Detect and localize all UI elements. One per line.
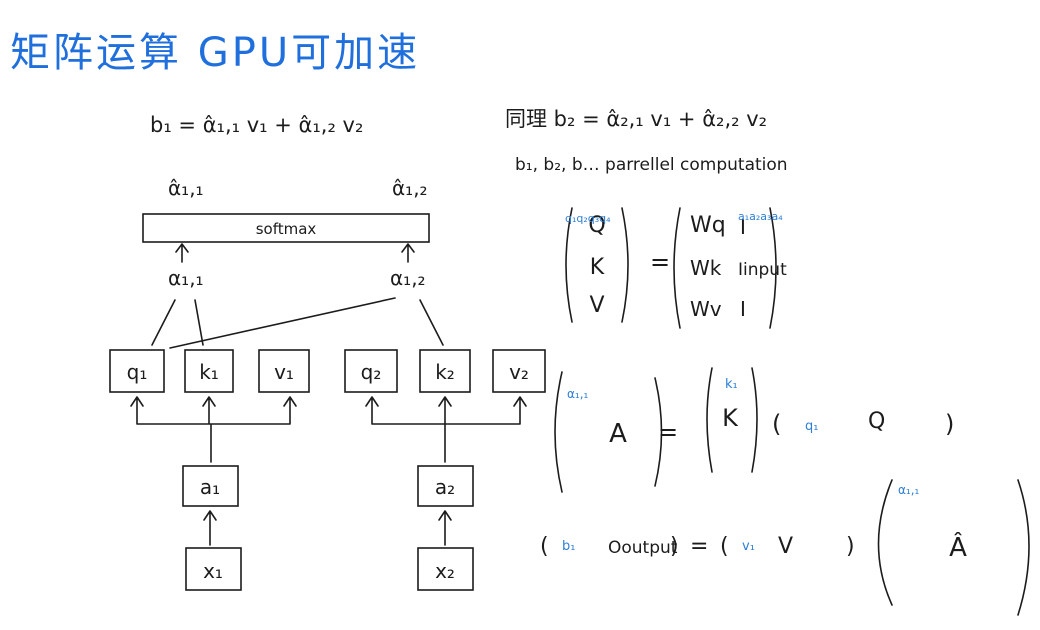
- line-q1-alpha11: [151, 299, 176, 346]
- a1-label: a₁: [200, 475, 220, 499]
- alpha-hat-12-label: α̂₁,₂: [392, 176, 428, 200]
- x2-box: [417, 547, 474, 591]
- paren-b-open: (: [540, 534, 549, 559]
- a1-box: [182, 465, 239, 507]
- matrix-output-equation: ( b₁ Ooutput ) = ( v₁ V ) α₁,₁ Â: [540, 479, 1030, 616]
- k1-box: [184, 349, 234, 393]
- bracket-a-open: [554, 371, 563, 493]
- bracket-right-close: [769, 207, 777, 329]
- q-note-small: q₁: [805, 419, 818, 434]
- q-note: q₁q₂q₃q₄: [565, 212, 611, 225]
- matrix-ahat: Â: [949, 531, 967, 563]
- bracket-left-open: [565, 207, 573, 323]
- input-i-1: I: [740, 215, 746, 239]
- q2-label: q₂: [361, 360, 382, 384]
- a2-label: a₂: [435, 475, 455, 499]
- matrix-k-big: K: [722, 404, 739, 432]
- matrix-v-big: V: [778, 534, 793, 559]
- paren-b-close: ): [670, 534, 679, 559]
- arrow-alpha11-softmax: [175, 243, 189, 263]
- a-note: a₁a₂a₃a₄: [738, 210, 783, 223]
- line-k1-alpha11: [194, 299, 204, 346]
- arrow-alpha12-softmax: [401, 243, 415, 263]
- bracket-a-close: [654, 377, 663, 487]
- attention-diagram: α̂₁,₁ α̂₁,₂ softmax α₁,₁ α₁,₂ q₁ k₁ v₁ q…: [109, 176, 546, 591]
- v1-label: v₁: [274, 360, 294, 384]
- wq-label: Wq: [690, 213, 726, 238]
- k1-label: k₁: [199, 360, 219, 384]
- alpha-11-label: α₁,₁: [168, 266, 204, 290]
- branch-a2: [365, 396, 527, 463]
- paren-q-open: (: [772, 410, 781, 438]
- v2-box: [492, 349, 546, 393]
- matrix-attention-equation: α₁,₁ A = k₁ K ( q₁ Q ): [554, 367, 954, 493]
- q1-label: q₁: [127, 360, 148, 384]
- equation-b2: 同理 b₂ = α̂₂,₁ v₁ + α̂₂,₂ v₂: [505, 107, 767, 131]
- bracket-k-close: [751, 367, 758, 473]
- arrow-x2-a2: [438, 510, 452, 546]
- equals-output: =: [690, 534, 708, 559]
- x1-box: [185, 547, 242, 591]
- wk-label: Wk: [690, 256, 722, 280]
- a2-box: [417, 465, 474, 507]
- page-title: 矩阵运算 GPU可加速: [10, 30, 420, 76]
- matrix-qkv-equation: Q K V q₁q₂q₃q₄ = Wq Wk Wv I Iinput I a₁a…: [565, 207, 787, 329]
- v-note: v₁: [742, 539, 755, 554]
- equals-qkv: =: [650, 248, 670, 276]
- ahat-alpha-note: α₁,₁: [898, 483, 920, 497]
- matrix-a: A: [609, 419, 627, 449]
- line-k2-alpha12: [419, 299, 444, 346]
- x1-label: x₁: [203, 559, 223, 583]
- softmax-label: softmax: [256, 220, 317, 238]
- input-i-3: I: [740, 297, 746, 321]
- bracket-ahat-open: [877, 479, 893, 606]
- input-i-2: Iinput: [738, 260, 787, 280]
- alpha-12-label: α₁,₂: [390, 266, 426, 290]
- k2-box: [419, 349, 471, 393]
- matrix-q-big: Q: [868, 409, 885, 434]
- equals-attention: =: [658, 418, 678, 446]
- paren-v-open: (: [720, 534, 729, 559]
- matrix-q: Q: [588, 213, 605, 238]
- branch-a1: [130, 396, 297, 463]
- q2-box: [344, 349, 398, 393]
- softmax-box: [142, 213, 430, 243]
- bracket-right-open: [673, 207, 681, 329]
- x2-label: x₂: [435, 559, 455, 583]
- matrix-k: K: [590, 255, 605, 280]
- b-note: b₁: [562, 539, 575, 554]
- v1-box: [258, 349, 310, 393]
- bracket-ahat-close: [1017, 479, 1030, 616]
- a-alpha-note: α₁,₁: [567, 387, 589, 401]
- k-note: k₁: [725, 377, 738, 392]
- bracket-left-close: [621, 207, 629, 323]
- line-q1-alpha12: [169, 297, 396, 349]
- k2-label: k₂: [435, 360, 455, 384]
- arrow-x1-a1: [203, 510, 217, 546]
- wv-label: Wv: [690, 297, 722, 321]
- paren-q-close: ): [945, 410, 954, 438]
- alpha-hat-11-label: α̂₁,₁: [168, 176, 204, 200]
- paren-v-close: ): [846, 534, 855, 559]
- bracket-k-open: [706, 367, 713, 473]
- matrix-o: Ooutput: [608, 538, 678, 558]
- q1-box: [109, 349, 165, 393]
- v2-label: v₂: [509, 360, 529, 384]
- parallel-note: b₁, b₂, b… parrellel computation: [515, 155, 788, 175]
- equation-b1: b₁ = α̂₁,₁ v₁ + α̂₁,₂ v₂: [150, 113, 363, 137]
- matrix-v: V: [589, 293, 604, 318]
